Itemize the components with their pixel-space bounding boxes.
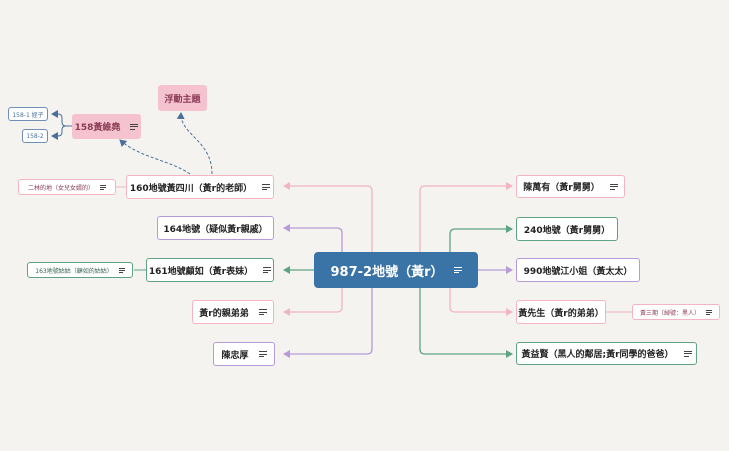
child-label: 158-1 姪子: [12, 111, 44, 119]
note-icon[interactable]: [100, 184, 106, 190]
branch-right-1[interactable]: 陳萬有（黃r舅舅）: [516, 175, 625, 198]
branch-left-5[interactable]: 陳忠厚: [213, 342, 275, 366]
note-label: 163地號姑姑（顧如的姑姑）: [35, 267, 113, 275]
connector-left-1: [283, 182, 373, 252]
connector-left-5: [283, 288, 373, 358]
branch-right-3[interactable]: 990地號江小姐（黃太太）: [516, 258, 640, 282]
floating-topic[interactable]: 浮動主題: [158, 85, 207, 111]
note-label: 二林的地（女兒女婿的）: [27, 184, 94, 192]
floating-158-topic[interactable]: 158黃維堯: [72, 114, 141, 139]
branch-label: 161地號顧如（黃r表妹）: [148, 266, 254, 277]
branch-label: 黃先生（黃r的弟弟）: [518, 308, 604, 319]
note-icon[interactable]: [263, 267, 272, 273]
branch-left-1-note[interactable]: 二林的地（女兒女婿的）: [18, 179, 116, 195]
note-icon[interactable]: [453, 267, 462, 273]
child-label: 158-2: [26, 132, 44, 140]
branch-right-4-note[interactable]: 黃三期（綽號：黑人）: [632, 304, 720, 320]
branch-right-5[interactable]: 黃益賢（黑人的鄰居;黃r同學的爸爸）: [516, 342, 697, 365]
connector-right-1: [419, 182, 513, 252]
note-icon[interactable]: [609, 183, 618, 190]
note-icon[interactable]: [130, 123, 139, 130]
connector-right-2: [449, 225, 513, 252]
connector-right-4: [449, 288, 513, 316]
branch-label: 240地號（黃r舅舅）: [523, 225, 611, 236]
floating-topic-label: 浮動主題: [164, 94, 201, 105]
branch-left-2[interactable]: 164地號（疑似黃r親戚）: [157, 216, 274, 240]
branch-left-3[interactable]: 161地號顧如（黃r表妹）: [146, 258, 274, 282]
branch-label: 陳忠厚: [221, 350, 249, 361]
branch-right-2[interactable]: 240地號（黃r舅舅）: [516, 217, 618, 241]
floating-158-label: 158黃維堯: [74, 123, 121, 133]
note-label: 黃三期（綽號：黑人）: [639, 309, 700, 317]
branch-left-3-note[interactable]: 163地號姑姑（顧如的姑姑）: [27, 262, 133, 278]
dashed-to-158: [119, 139, 191, 175]
branch-label: 黃r的親弟弟: [199, 308, 249, 319]
branch-label: 164地號（疑似黃r親戚）: [163, 224, 268, 235]
note-icon[interactable]: [258, 309, 267, 315]
connector-158-1: [51, 110, 72, 127]
note-icon[interactable]: [683, 350, 692, 357]
root-topic[interactable]: 987-2地號（黃r）: [314, 252, 478, 288]
note-icon[interactable]: [258, 351, 267, 357]
branch-label: 160地號黃四川（黃r的老師）: [129, 183, 253, 194]
root-topic-label: 987-2地號（黃r）: [330, 264, 444, 280]
branch-label: 陳萬有（黃r舅舅）: [523, 183, 600, 193]
note-icon[interactable]: [262, 184, 271, 190]
branch-label: 黃益賢（黑人的鄰居;黃r同學的爸爸）: [521, 350, 674, 360]
connector-158-2: [51, 125, 72, 140]
branch-left-1[interactable]: 160地號黃四川（黃r的老師）: [126, 175, 274, 199]
connector-left-4: [283, 288, 343, 316]
branch-right-4[interactable]: 黃先生（黃r的弟弟）: [516, 300, 606, 324]
note-icon[interactable]: [118, 267, 125, 273]
branch-left-4[interactable]: 黃r的親弟弟: [192, 300, 274, 324]
branch-label: 990地號江小姐（黃太太）: [523, 266, 633, 277]
note-icon[interactable]: [706, 309, 712, 315]
floating-158-child-2[interactable]: 158-2: [22, 129, 48, 143]
dashed-to-floating-topic: [176, 112, 213, 175]
connector-right-5: [419, 288, 513, 358]
connector-left-2: [283, 224, 343, 252]
floating-158-child-1[interactable]: 158-1 姪子: [8, 107, 48, 121]
